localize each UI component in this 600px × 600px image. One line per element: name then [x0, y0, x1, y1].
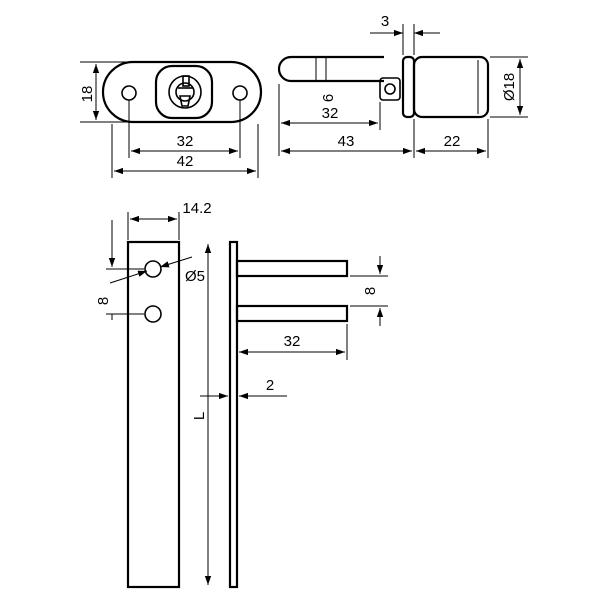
- screw-hole-right: [232, 85, 248, 101]
- dim-inner-width-label: 32: [177, 133, 194, 150]
- key-face-inner: [175, 82, 195, 102]
- dim-pin-length-label: 32: [322, 105, 339, 122]
- dim-hole-spacing-label: 8: [95, 297, 112, 305]
- strip-hole-top: [144, 260, 162, 278]
- dim-outer-width-label: 42: [177, 153, 194, 170]
- dim-hole-dia-label: Ø5: [185, 268, 205, 285]
- dim-total-label: 43: [338, 133, 355, 150]
- dim-strip-width-label: 14.2: [182, 200, 211, 217]
- dim-plate-thickness-label: 2: [266, 377, 274, 394]
- leader-hole: [159, 256, 193, 268]
- set-screw-head: [384, 83, 396, 95]
- key-face-outer: [168, 75, 202, 109]
- lock-cylinder: [154, 64, 214, 120]
- side-view-lock: 3 6 32 43 22 Ø18: [277, 13, 528, 158]
- lock-flange: [101, 60, 263, 124]
- dim-bottom-pin-length-label: 32: [284, 333, 301, 350]
- strip-hole-bottom: [144, 305, 162, 323]
- leader-hole: [109, 270, 148, 284]
- screw-hole-left: [121, 85, 137, 101]
- mounting-strip: [126, 240, 181, 589]
- dim-pin-dia-label: 6: [320, 94, 337, 102]
- plate-outer: [228, 240, 239, 589]
- pin-upper: [235, 259, 349, 278]
- bottom-view-strip: 14.2 Ø5 8 8 32 2 L: [95, 200, 388, 589]
- front-view-lock: 18 32 42: [79, 60, 263, 178]
- dim-body-dia-label: Ø18: [501, 73, 518, 101]
- side-flange: [401, 55, 416, 119]
- dim-pin-spacing-label: 8: [362, 287, 379, 295]
- keyway-notch: [182, 75, 190, 87]
- keyway-lower: [179, 95, 191, 107]
- dim-body-label: 22: [444, 133, 461, 150]
- lock-body-side: [412, 55, 490, 119]
- lock-pin: [277, 55, 384, 83]
- set-screw: [379, 77, 401, 101]
- dim-length-label: L: [191, 412, 208, 420]
- dim-flange-label: 3: [381, 13, 389, 30]
- pin-lower: [235, 304, 349, 323]
- dim-height-label: 18: [79, 86, 96, 103]
